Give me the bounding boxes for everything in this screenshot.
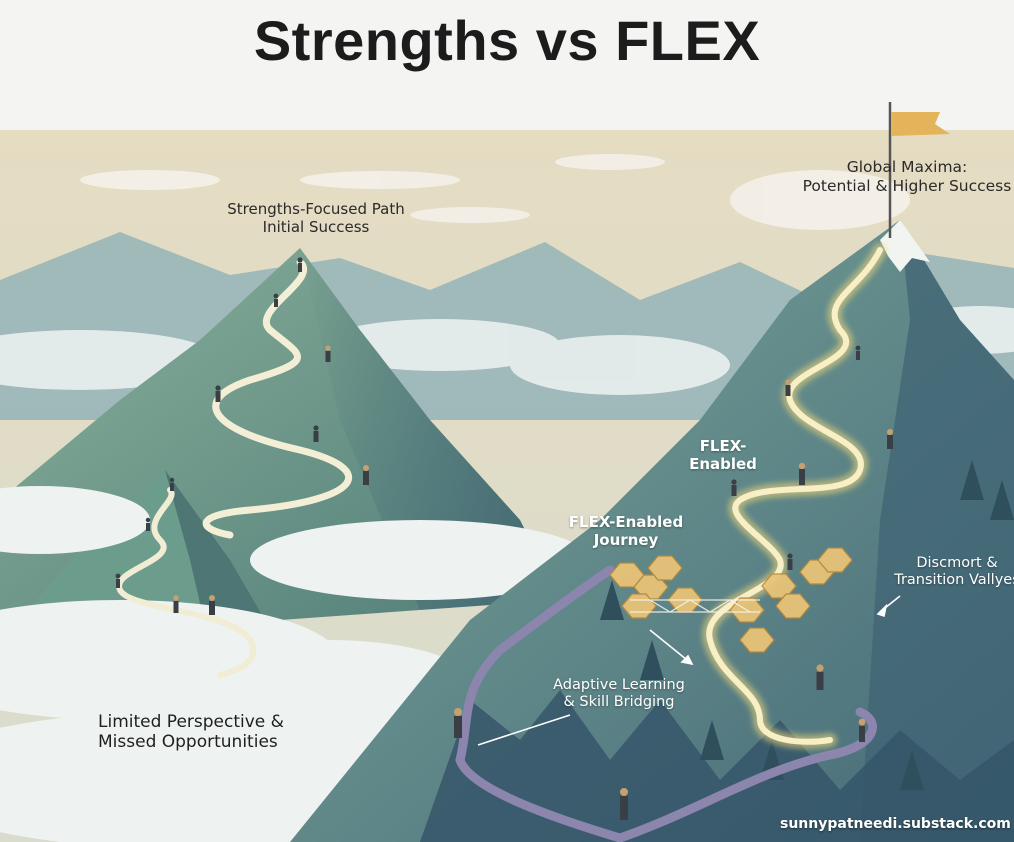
adaptive-learning-label-line1: Adaptive Learning: [534, 677, 704, 694]
flex-enabled-label: FLEX-Enabled: [668, 437, 778, 473]
discomfort-label: Discmort & Transition Vallyes: [882, 555, 1014, 590]
credit-watermark: sunnypatneedi.substack.com: [780, 816, 1010, 833]
flex-journey-label-line2: Journey: [556, 531, 696, 549]
limited-perspective-label-line1: Limited Perspective &: [98, 712, 318, 732]
strengths-path-label-line2: Initial Success: [196, 218, 436, 236]
discomfort-label-line1: Discmort &: [882, 555, 1014, 572]
strengths-path-label-line1: Strengths-Focused Path: [196, 200, 436, 218]
adaptive-learning-label-line2: & Skill Bridging: [534, 694, 704, 711]
global-maxima-label-line2: Potential & Higher Success: [782, 177, 1014, 196]
flex-journey-label: FLEX-Enabled Journey: [556, 513, 696, 549]
adaptive-learning-label: Adaptive Learning & Skill Bridging: [534, 677, 704, 712]
strengths-path-label: Strengths-Focused Path Initial Success: [196, 200, 436, 236]
discomfort-label-line2: Transition Vallyes: [882, 572, 1014, 589]
limited-perspective-label: Limited Perspective & Missed Opportuniti…: [98, 712, 318, 753]
global-maxima-label: Global Maxima: Potential & Higher Succes…: [782, 158, 1014, 195]
page-title: Strengths vs FLEX: [0, 8, 1014, 73]
flex-journey-label-line1: FLEX-Enabled: [556, 513, 696, 531]
global-maxima-label-line1: Global Maxima:: [782, 158, 1014, 177]
limited-perspective-label-line2: Missed Opportunities: [98, 732, 318, 752]
